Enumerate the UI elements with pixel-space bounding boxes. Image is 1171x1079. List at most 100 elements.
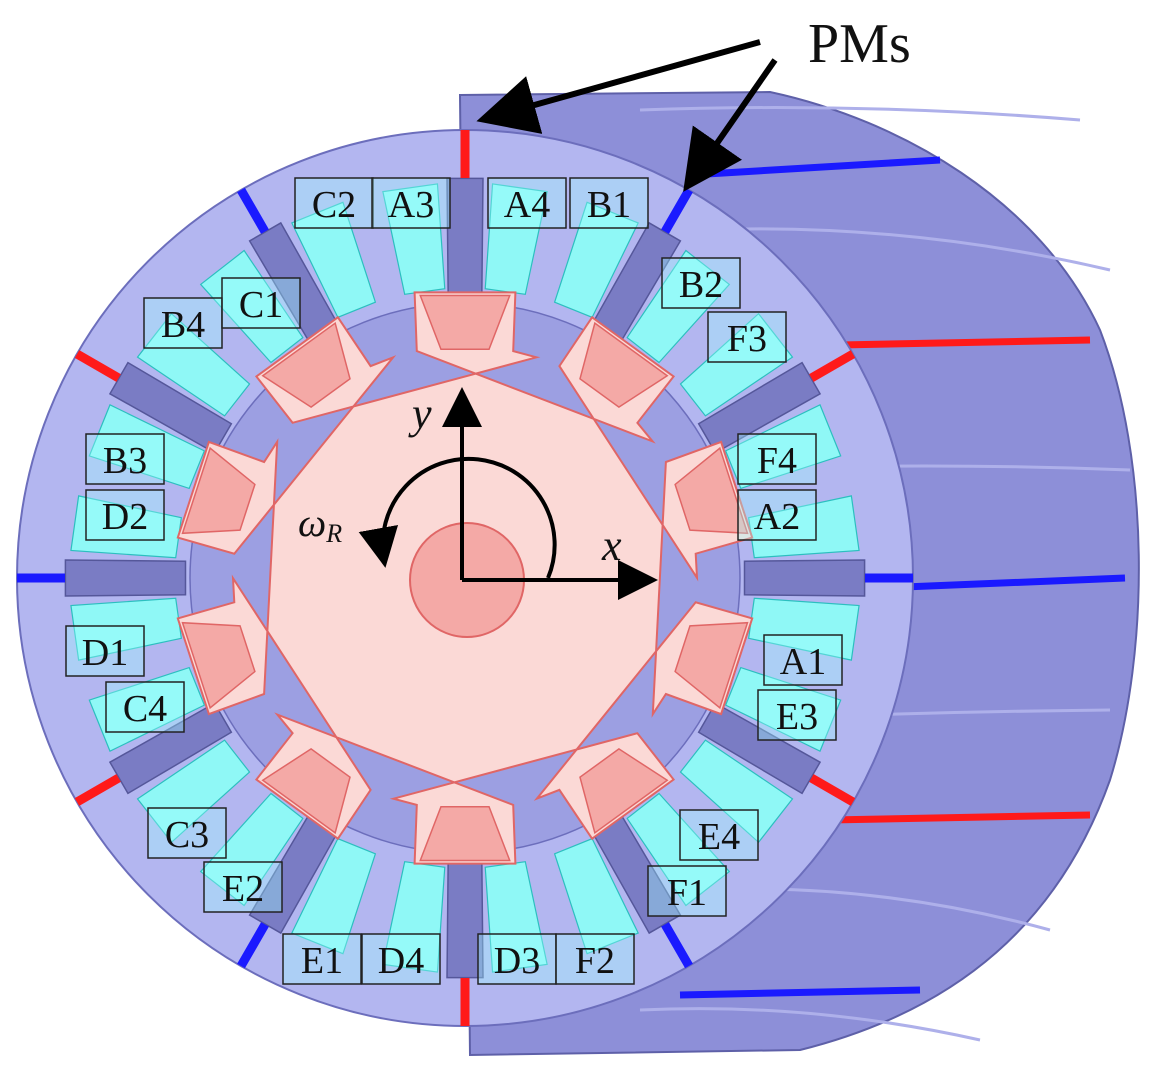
rotor-pole: [579, 321, 669, 408]
pm-pointer-right: [683, 58, 778, 192]
coil-label: A3: [371, 177, 451, 229]
coil-wedge: [679, 739, 794, 844]
coil-wedge: [747, 597, 860, 661]
coil-label-box: [569, 177, 649, 229]
stator-tooth: [697, 702, 822, 795]
rotor-pole: [674, 446, 749, 535]
coil-label-box: [757, 689, 837, 741]
coil-label: A4: [487, 177, 567, 229]
coil-label-box: [707, 311, 787, 363]
coil-label-box: [147, 807, 227, 859]
coil-label: C4: [105, 681, 185, 733]
coil-wedge: [679, 312, 794, 417]
coil-label-box: [555, 933, 635, 985]
stator-tooth: [446, 177, 484, 300]
rotor-pole: [181, 621, 256, 710]
coil-wedge: [88, 666, 206, 752]
side-ridge: [699, 227, 1111, 272]
coil-label: F2: [555, 933, 635, 985]
coil-label-text: D2: [102, 496, 148, 538]
rotor-pole: [579, 748, 669, 835]
coil-label-text: C3: [165, 814, 209, 856]
face-pm: [661, 922, 693, 969]
coil-wedge: [136, 739, 251, 844]
face-pm: [809, 350, 856, 382]
coil-wedge: [724, 666, 842, 752]
coil-label-box: [763, 634, 843, 686]
side-ridge: [639, 1007, 981, 1042]
coil-wedge: [70, 597, 183, 661]
coil-wedge: [199, 792, 304, 907]
coil-label: B4: [143, 297, 223, 349]
coil-label-text: F1: [667, 872, 707, 914]
coil-label-box: [737, 489, 817, 541]
axes: y x ωR: [298, 387, 658, 600]
coil-label: E3: [757, 689, 837, 741]
face-pm: [661, 187, 693, 234]
coil-label-text: D1: [82, 632, 128, 674]
coil-label: B1: [569, 177, 649, 229]
side-pm-strip: [839, 336, 1091, 349]
face-pm: [237, 187, 269, 234]
coil-label-text: F3: [727, 318, 767, 360]
coil-label-text: D3: [494, 940, 540, 982]
coil-label-box: [679, 809, 759, 861]
coil-label: D4: [361, 933, 441, 985]
coil-label: C3: [147, 807, 227, 859]
stator-tooth: [108, 702, 233, 795]
coil-label-box: [65, 625, 145, 677]
coil-label: E1: [282, 933, 362, 985]
coil-label-box: [85, 489, 165, 541]
coil-label-text: B1: [587, 184, 631, 226]
coil-label-text: C1: [239, 284, 283, 326]
coil-label: D2: [85, 489, 165, 541]
face-pm: [809, 774, 856, 806]
coil-label-box: [294, 177, 374, 229]
coil-label-text: E1: [301, 940, 343, 982]
rotor-pole: [419, 805, 511, 862]
coil-label-box: [737, 433, 817, 485]
coil-label: F3: [707, 311, 787, 363]
coil-label-text: B2: [679, 264, 723, 306]
side-pm-strip: [679, 986, 921, 999]
face-pm: [237, 922, 269, 969]
coil-label: D3: [477, 933, 557, 985]
x-axis-label: x: [601, 521, 622, 570]
coil-label-box: [282, 933, 362, 985]
coil-label-text: E3: [776, 696, 818, 738]
coil-label: C2: [294, 177, 374, 229]
coil-wedge: [626, 249, 731, 364]
coil-label-box: [477, 933, 557, 985]
side-pm-strip: [879, 574, 1126, 592]
omega-label: ωR: [298, 500, 342, 548]
pms-label: PMs: [808, 13, 911, 75]
coil-label-box: [661, 257, 741, 309]
coil-wedge: [382, 860, 446, 973]
coil-label: B2: [661, 257, 741, 309]
coil-label: F1: [647, 865, 727, 917]
coil-wedge: [747, 495, 860, 559]
coil-wedge: [136, 312, 251, 417]
stator-tooth: [64, 559, 187, 597]
coil-wedge: [291, 837, 377, 955]
coil-wedge: [291, 201, 377, 319]
coil-label-box: [487, 177, 567, 229]
coil-label-text: A1: [780, 641, 826, 683]
pm-annotation: PMs: [476, 13, 911, 192]
coil-label-text: C2: [312, 184, 356, 226]
coil-label-box: [371, 177, 451, 229]
stator-tooth: [743, 559, 866, 597]
face-pm: [74, 350, 121, 382]
coil-label: E4: [679, 809, 759, 861]
coil-label-box: [203, 861, 283, 913]
coil-label: E2: [203, 861, 283, 913]
coil-wedge: [88, 404, 206, 490]
coil-label-text: F2: [575, 940, 615, 982]
pm-pointer-top: [476, 39, 761, 134]
coil-wedge: [553, 201, 639, 319]
coil-wedge: [724, 404, 842, 490]
coil-label-box: [221, 277, 301, 329]
